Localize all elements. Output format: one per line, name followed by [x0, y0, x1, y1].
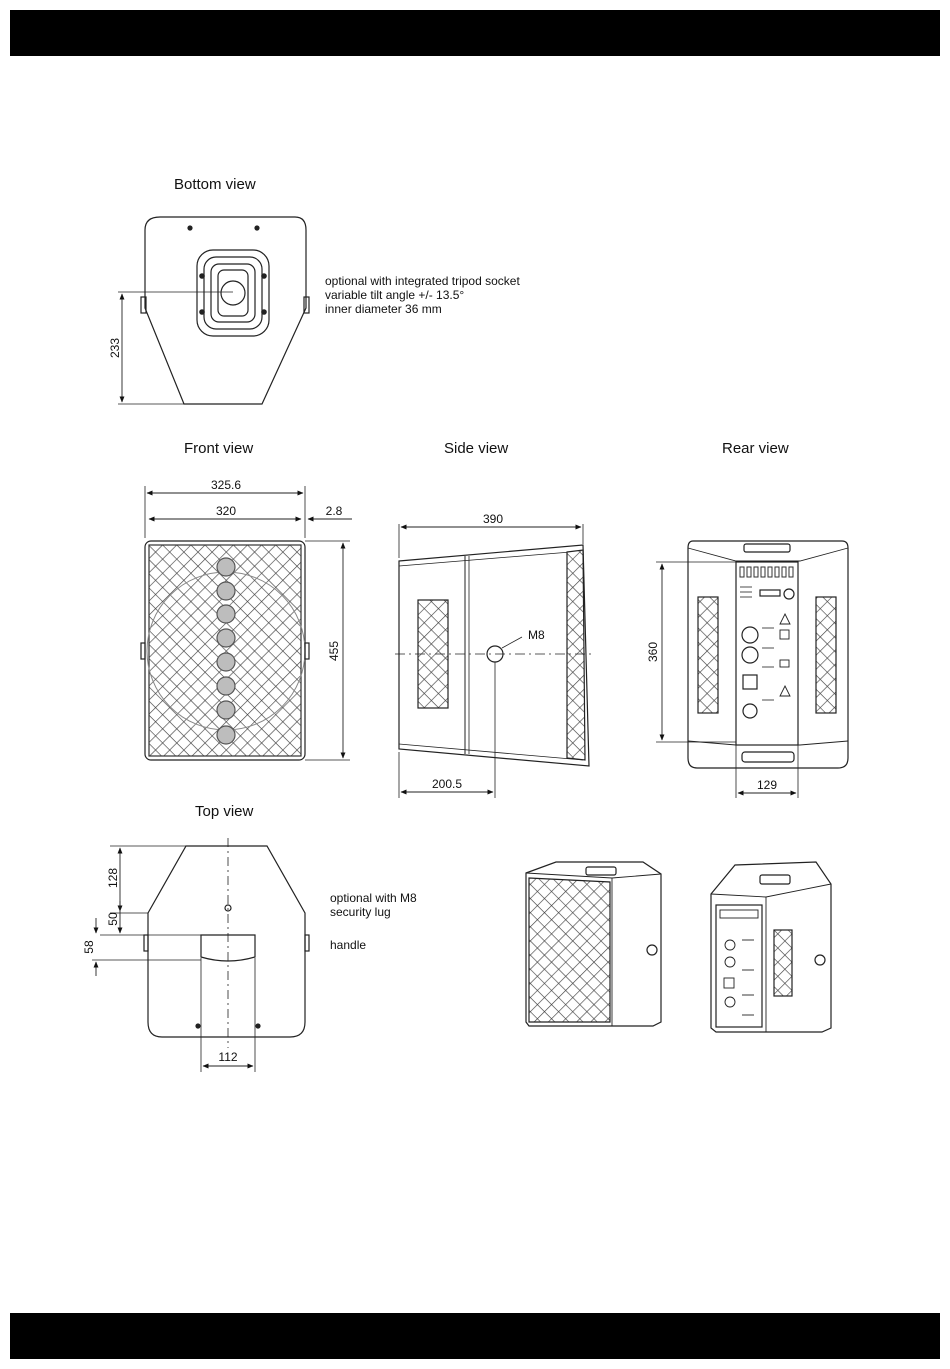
iso-rear-panel [716, 905, 762, 1027]
panel-power-connector [743, 704, 757, 718]
rear-bottom-handle [742, 752, 794, 762]
dim-label-rear-height: 360 [646, 642, 660, 662]
iso-rear-vent [774, 930, 792, 996]
dim-label-top-lug: 50 [106, 912, 120, 926]
panel-power-switch [743, 675, 757, 689]
front-side-lug-right [305, 643, 309, 659]
panel-knob [784, 589, 794, 599]
isometric-rear-drawing [711, 862, 831, 1032]
bottom-enclosure-outline [145, 217, 306, 404]
isometric-front-drawing [526, 862, 661, 1026]
side-front-grille [567, 550, 585, 760]
dim-label-bottom-depth: 233 [108, 338, 122, 358]
ce-mark-icon [780, 660, 789, 667]
side-view-drawing [395, 524, 592, 798]
warning-icon-2 [780, 686, 790, 696]
panel-display [760, 590, 780, 596]
panel-heatsink-slots [740, 567, 793, 577]
iso-rear-lug [815, 955, 825, 965]
rear-top-handle [744, 544, 790, 552]
dim-label-front-height: 455 [327, 641, 341, 661]
panel-xlr-input-1 [742, 627, 758, 643]
m8-label: M8 [528, 628, 545, 642]
dim-label-front-width-outer: 325.6 [211, 478, 241, 492]
dim-label-top-handle: 58 [82, 940, 96, 954]
rear-view-drawing [656, 541, 848, 798]
iso-front-lug [647, 945, 657, 955]
warning-icon [780, 614, 790, 624]
bottom-screw-2 [255, 226, 259, 230]
panel-xlr-input-2 [742, 647, 758, 663]
bottom-screw-1 [188, 226, 192, 230]
dim-label-front-width: 320 [216, 504, 236, 518]
front-grille [149, 545, 301, 756]
iso-front-grille [529, 878, 610, 1022]
dim-label-top-depth: 128 [106, 868, 120, 888]
top-enclosure-outline [148, 846, 305, 1037]
dim-label-top-handle-width: 112 [218, 1050, 237, 1064]
dim-label-side-m8-distance: 200.5 [432, 777, 462, 791]
bottom-view-drawing [118, 217, 309, 404]
front-view-drawing [141, 486, 352, 760]
tripod-socket-icon [197, 250, 269, 336]
dim-label-rear-width: 129 [757, 778, 777, 792]
weee-icon [780, 630, 789, 639]
iso-front-handle [586, 867, 616, 875]
dim-label-front-offset: 2.8 [326, 504, 343, 518]
iso-rear-handle [760, 875, 790, 884]
dim-label-side-depth: 390 [483, 512, 503, 526]
top-view-drawing [92, 838, 309, 1072]
iso-rear-panel-details [720, 910, 758, 1015]
rear-left-vent [698, 597, 718, 713]
rear-right-vent [816, 597, 836, 713]
